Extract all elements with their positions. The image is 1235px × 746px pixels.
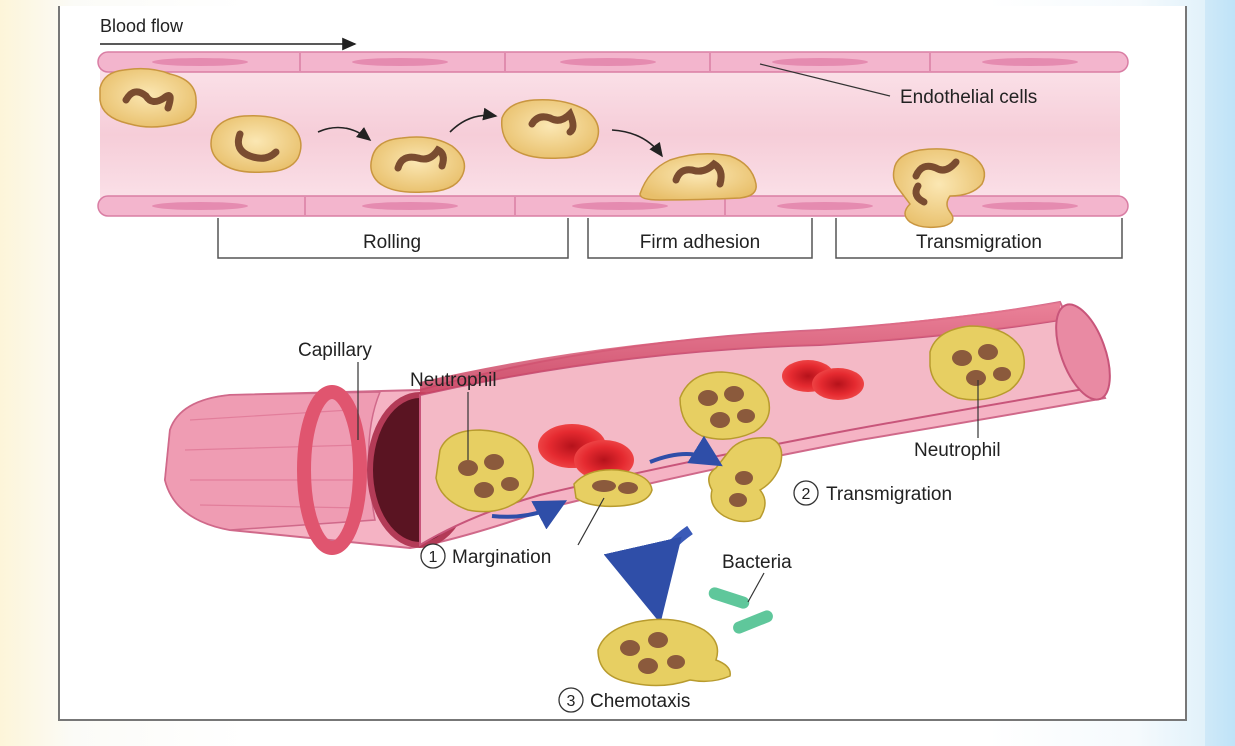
stage-label-firm-adhesion: Firm adhesion — [640, 232, 760, 253]
chemotaxis-arrow — [654, 530, 690, 604]
neutrophil-cell — [100, 69, 196, 127]
bacteria-label: Bacteria — [722, 552, 792, 573]
step-3: 3 Chemotaxis — [559, 688, 690, 712]
neutrophil-cell — [502, 100, 599, 159]
capillary-label: Capillary — [298, 340, 372, 361]
chemotaxis-label: Chemotaxis — [590, 691, 690, 712]
top-panel: Blood flow Endothelial cells — [98, 16, 1128, 258]
neutrophil-cell — [598, 619, 730, 685]
step-2: 2 Transmigration — [794, 481, 952, 505]
neutrophil-label: Neutrophil — [410, 370, 497, 391]
bottom-panel: Capillary Neutrophil Neutrophil 1 Margin… — [165, 297, 1121, 712]
endothelium-bottom — [98, 196, 1128, 216]
blood-flow-label: Blood flow — [100, 16, 184, 36]
stage-label-transmigration: Transmigration — [916, 232, 1042, 253]
neutrophil-cell — [371, 137, 465, 192]
neutrophil-label: Neutrophil — [914, 440, 1001, 461]
svg-text:3: 3 — [567, 693, 576, 710]
bacterium — [731, 609, 774, 636]
svg-text:2: 2 — [802, 486, 811, 503]
endothelium-top — [98, 52, 1128, 72]
neutrophil-cell-marginating — [574, 470, 652, 507]
stage-label-rolling: Rolling — [363, 232, 421, 253]
neutrophil-cell — [436, 430, 533, 512]
transmigration-label: Transmigration — [826, 484, 952, 505]
svg-text:1: 1 — [429, 549, 438, 566]
endothelial-cells-label: Endothelial cells — [900, 87, 1037, 108]
neutrophil-cell — [211, 116, 301, 173]
neutrophil-cell — [930, 326, 1024, 400]
neutrophil-cell — [680, 372, 769, 439]
bacteria-leader-line — [748, 573, 764, 602]
step-1: 1 Margination — [421, 544, 551, 568]
margination-label: Margination — [452, 547, 551, 568]
bacterium — [707, 586, 751, 610]
